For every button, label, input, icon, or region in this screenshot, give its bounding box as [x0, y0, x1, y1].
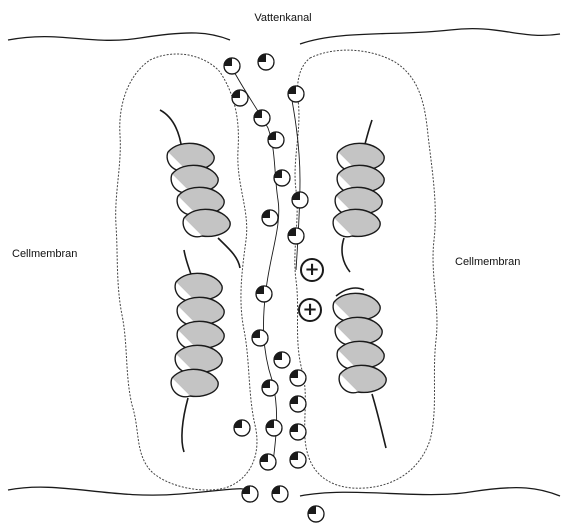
membrane-label-right: Cellmembran	[455, 256, 520, 268]
membrane-bottom-line-right	[300, 488, 560, 496]
membrane-top-line	[8, 33, 230, 40]
left-helix-lower	[171, 250, 224, 452]
water-chain-line	[232, 68, 279, 470]
membrane-top-line-right	[300, 29, 560, 44]
membrane-bottom-line	[8, 487, 252, 495]
plus-icon: +	[304, 261, 319, 279]
right-helix-upper	[333, 120, 384, 272]
left-helix-upper	[160, 110, 240, 268]
positive-ion-2: +	[298, 298, 322, 322]
membrane-label-left: Cellmembran	[12, 248, 77, 260]
channel-label: Vattenkanal	[0, 12, 566, 24]
positive-ion-1: +	[300, 258, 324, 282]
right-helix-lower	[333, 288, 386, 448]
plus-icon: +	[302, 301, 317, 319]
